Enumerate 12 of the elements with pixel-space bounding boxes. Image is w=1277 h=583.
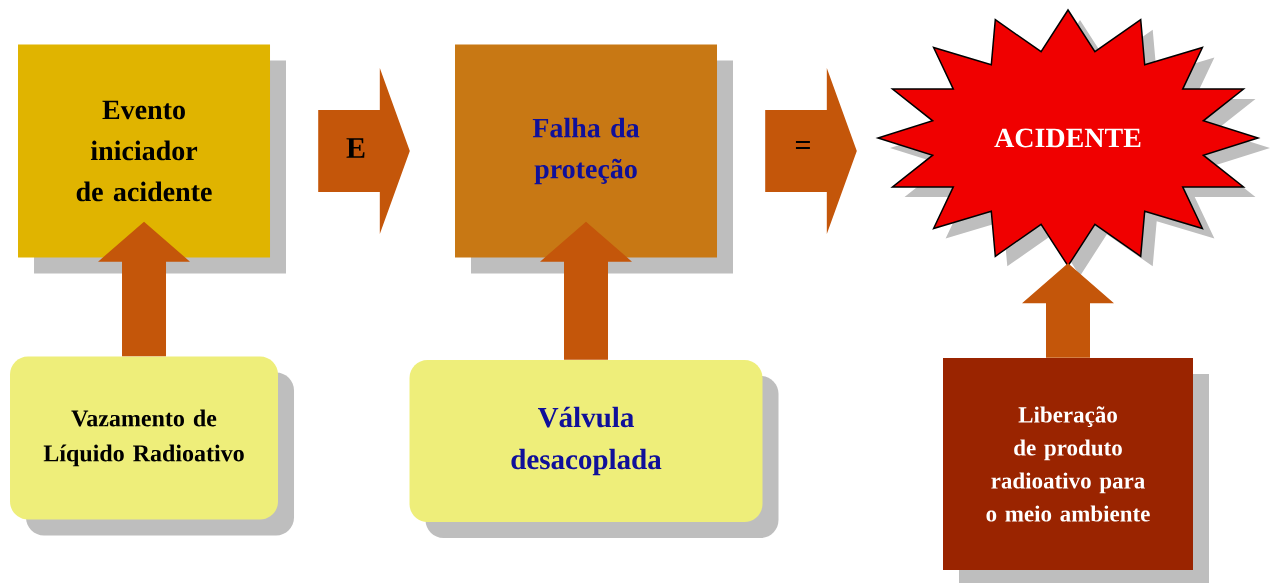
process-box: Liberação de produto radioativo para o meio ambiente <box>943 358 1209 583</box>
block-arrow <box>1022 263 1114 358</box>
rounded-box: Vazamento de Líquido Radioativo <box>10 356 294 536</box>
block-arrow <box>318 68 410 234</box>
edge-label: = <box>795 141 810 150</box>
edge-label: E <box>346 138 365 158</box>
block-arrow <box>765 68 857 234</box>
process-box: Evento iniciador de acidente <box>18 44 286 274</box>
block-arrow <box>98 221 190 357</box>
rounded-box: Válvula desacoplada <box>409 360 779 538</box>
process-box: Falha da proteção <box>455 44 733 274</box>
block-arrow <box>540 221 632 360</box>
